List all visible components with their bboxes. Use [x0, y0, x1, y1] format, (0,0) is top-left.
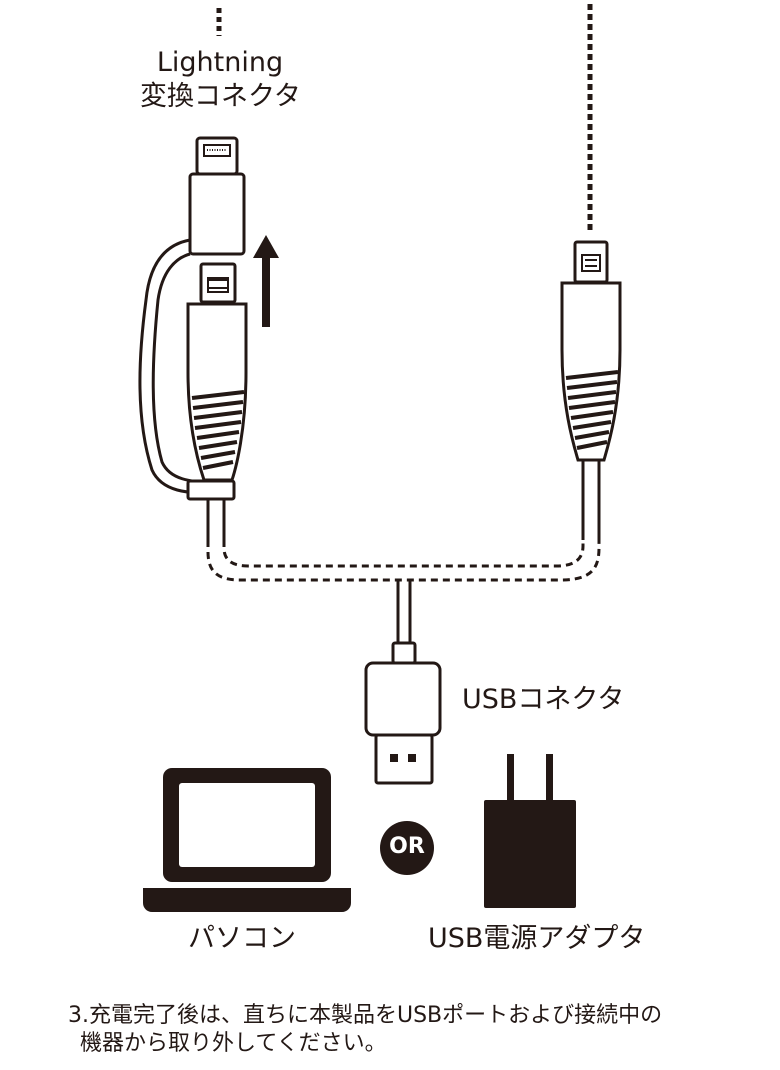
usb-connector-label: USBコネクタ [462, 684, 625, 715]
usb-adapter-label: USB電源アダプタ [428, 923, 646, 954]
left-cable [206, 499, 226, 540]
lightning-adapter-label: Lightning 変換コネクタ [140, 46, 301, 114]
micro-usb-plug-right [560, 240, 622, 462]
lightning-label-line1: Lightning [156, 47, 284, 78]
left-strain-relief [191, 390, 245, 470]
footer-line1: 3.充電完了後は、直ちに本製品をUSBポートおよび接続中の [68, 1003, 663, 1028]
or-badge [380, 821, 434, 875]
right-strain-relief [565, 370, 619, 450]
footer-line2: 機器から取り外してください。 [80, 1031, 387, 1056]
joined-cable-dashed [206, 540, 601, 582]
usb-cable [396, 580, 412, 643]
laptop-icon [143, 768, 351, 912]
footer-note: 3.充電完了後は、直ちに本製品をUSBポートおよび接続中の 機器から取り外してく… [68, 1002, 662, 1058]
usb-power-adapter-icon [484, 754, 576, 908]
lightning-label-line2: 変換コネクタ [140, 81, 301, 112]
usb-connector [364, 641, 442, 785]
micro-usb-plug-left [199, 262, 237, 304]
pc-label: パソコン [188, 923, 296, 954]
arrow-up-icon [253, 235, 279, 327]
right-cable [581, 460, 601, 540]
or-label: OR [389, 834, 425, 859]
